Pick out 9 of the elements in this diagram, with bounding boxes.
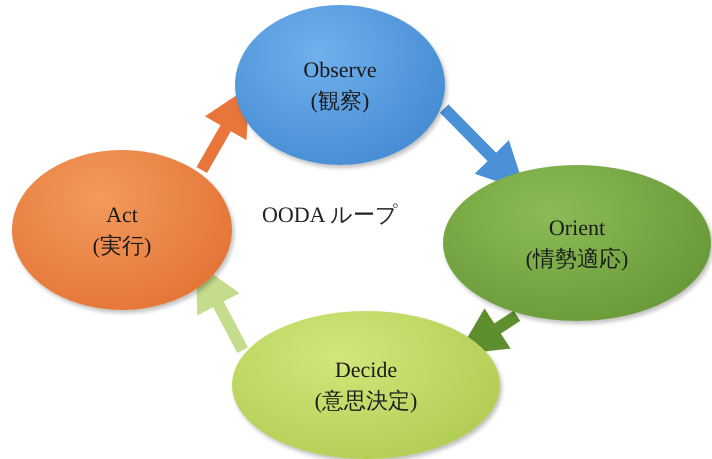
stage-subtitle: (実行) <box>92 232 152 260</box>
stage-name: Observe <box>303 56 377 83</box>
diagram-title: OODA ループ <box>262 201 398 229</box>
stage-subtitle: (情勢適応) <box>526 245 628 272</box>
stage-name: Act <box>106 200 138 228</box>
stage-subtitle: (意思決定) <box>314 387 418 414</box>
stage-name: Decide <box>334 356 398 383</box>
stage-subtitle: (観察) <box>310 87 370 114</box>
stage-name: Orient <box>548 214 606 241</box>
